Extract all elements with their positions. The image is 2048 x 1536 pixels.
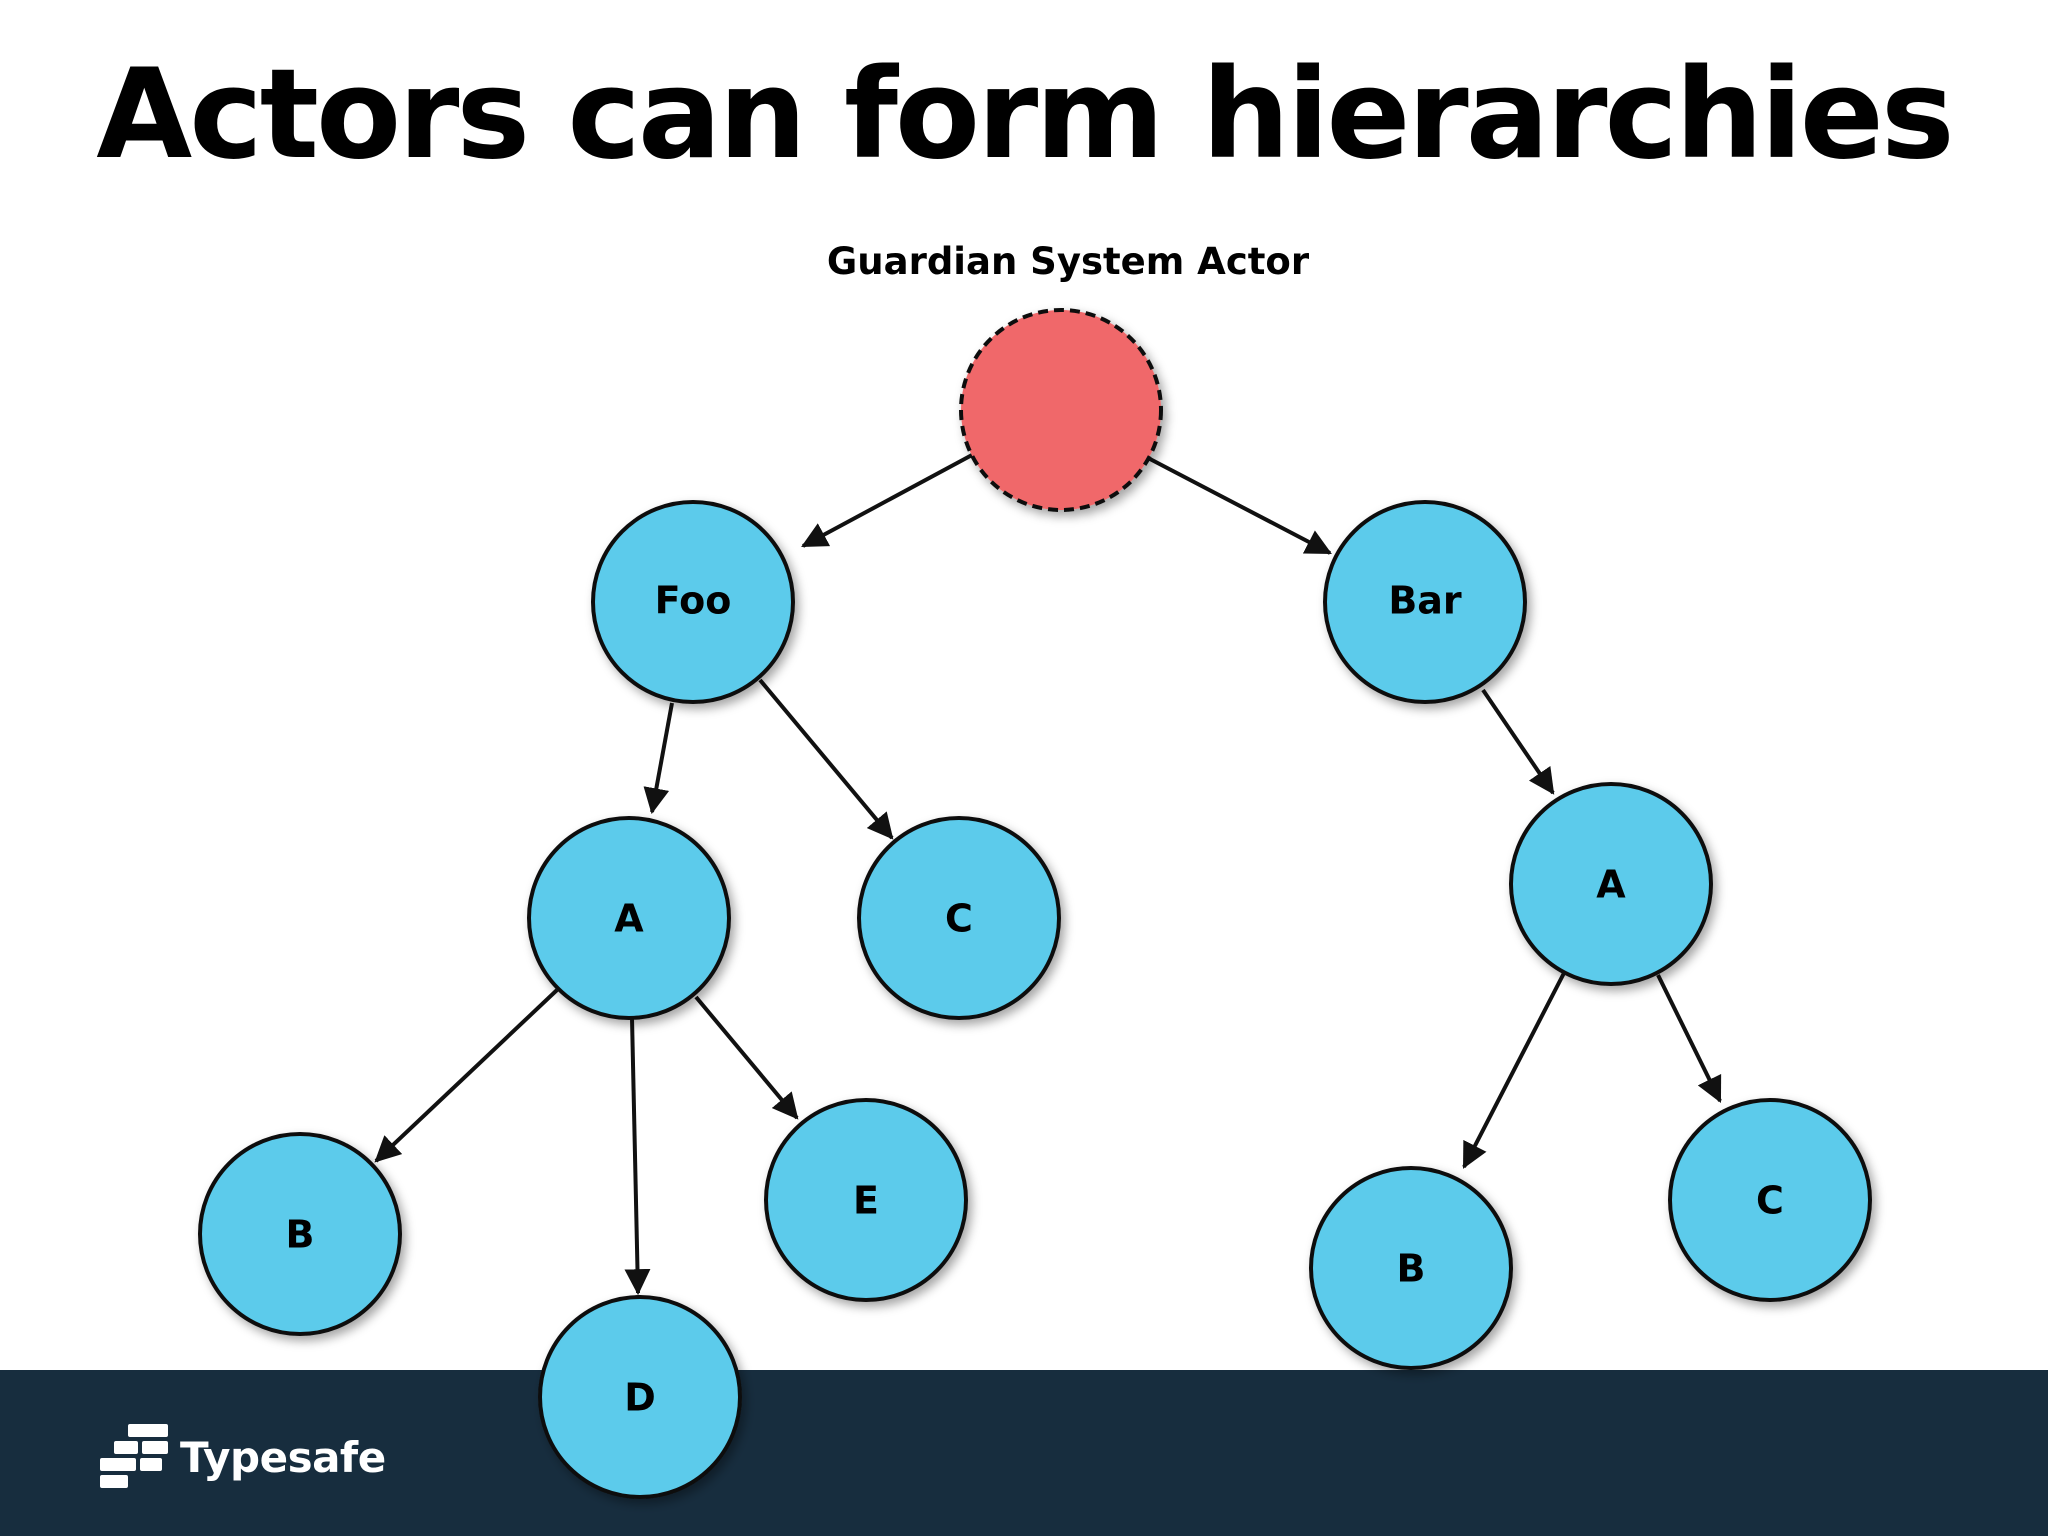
node-label-foo-a-d: D: [624, 1376, 656, 1420]
edge-bar-a: [1481, 688, 1555, 795]
slide-title: Actors can form hierarchies: [96, 43, 1954, 187]
footer-bar: [0, 1370, 2048, 1536]
edge-foo-a: [643, 702, 674, 815]
node-foo-a-b: [198, 1132, 402, 1336]
edge-bar-a-b: [1462, 972, 1566, 1169]
edge-root-bar: [1149, 457, 1332, 555]
edge-root-foo: [801, 453, 973, 548]
typesafe-logo-icon: [100, 1424, 168, 1488]
node-label-bar: Bar: [1388, 579, 1462, 623]
node-label-foo-c: C: [945, 897, 973, 941]
node-bar-a-b: [1309, 1166, 1513, 1370]
brand-name: Typesafe: [180, 1432, 386, 1482]
edge-bar-a-c: [1656, 974, 1722, 1103]
node-label-bar-a-b: B: [1397, 1247, 1426, 1291]
node-foo-a-d: [538, 1295, 742, 1499]
edge-a-e: [694, 995, 799, 1120]
edge-a-b: [374, 988, 559, 1163]
node-bar: [1323, 500, 1527, 704]
edge-foo-c: [758, 678, 894, 840]
node-label-foo-a: A: [614, 897, 644, 941]
node-foo-a: [527, 816, 731, 1020]
guardian-node: [959, 308, 1163, 512]
node-label-foo-a-b: B: [286, 1213, 315, 1257]
footer-brand: Typesafe: [100, 1422, 386, 1492]
node-foo-c: [857, 816, 1061, 1020]
node-label-bar-a: A: [1596, 863, 1626, 907]
node-bar-a: [1509, 782, 1713, 986]
node-label-foo: Foo: [655, 579, 732, 623]
edge-a-d: [624, 1017, 651, 1296]
node-bar-a-c: [1668, 1098, 1872, 1302]
node-foo: [591, 500, 795, 704]
node-label-bar-a-c: C: [1756, 1179, 1784, 1223]
node-foo-a-e: [764, 1098, 968, 1302]
node-label-foo-a-e: E: [853, 1179, 879, 1223]
guardian-label: Guardian System Actor: [827, 240, 1310, 283]
